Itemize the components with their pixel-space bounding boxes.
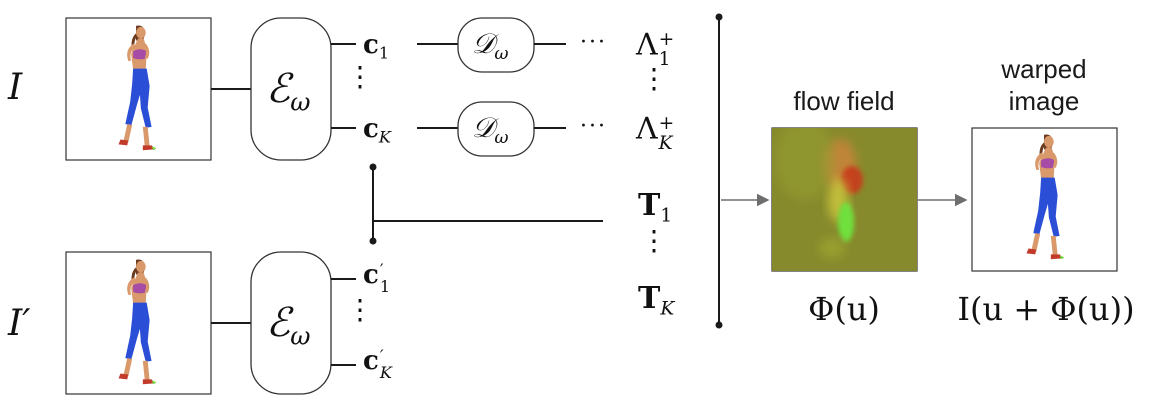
flow-field-title: flow field (793, 86, 895, 116)
ellipsis-1: ··· (580, 30, 607, 55)
code-c1-prime: c′1 (363, 260, 391, 296)
code-ck: cK (363, 114, 391, 147)
lambda-k: Λ+K (636, 111, 675, 154)
decoder-label-k: 𝒟ω (472, 111, 509, 149)
warped-title-line2: image (1008, 86, 1080, 116)
decoder-label-1: 𝒟ω (472, 27, 509, 65)
encoder-label-bottom: ℰω (266, 300, 311, 351)
input-label-bottom: I′ (8, 303, 31, 344)
warped-formula: I(u + Φ(u)) (957, 290, 1135, 328)
encoder-label-top: ℰω (266, 66, 311, 117)
ellipsis-k: ··· (580, 114, 607, 139)
vdots-codes-bottom: ⋮ (346, 293, 374, 326)
transform-tk: TK (638, 281, 675, 320)
code-c1: c1 (363, 30, 390, 63)
vdots-codes-top: ⋮ (346, 60, 374, 93)
vdots-lambda: ⋮ (640, 62, 668, 95)
warped-title-line1: warped (1001, 54, 1087, 84)
code-ck-prime: c′K (363, 346, 392, 382)
vdots-transforms: ⋮ (640, 224, 668, 257)
flow-field-formula: Φ(u) (808, 290, 880, 328)
encoder-box-bottom (250, 251, 332, 395)
lambda-1: Λ+1 (636, 27, 675, 70)
encoder-box-top (250, 17, 332, 161)
input-label-top: I (8, 67, 23, 108)
transform-t1: T1 (638, 188, 673, 227)
